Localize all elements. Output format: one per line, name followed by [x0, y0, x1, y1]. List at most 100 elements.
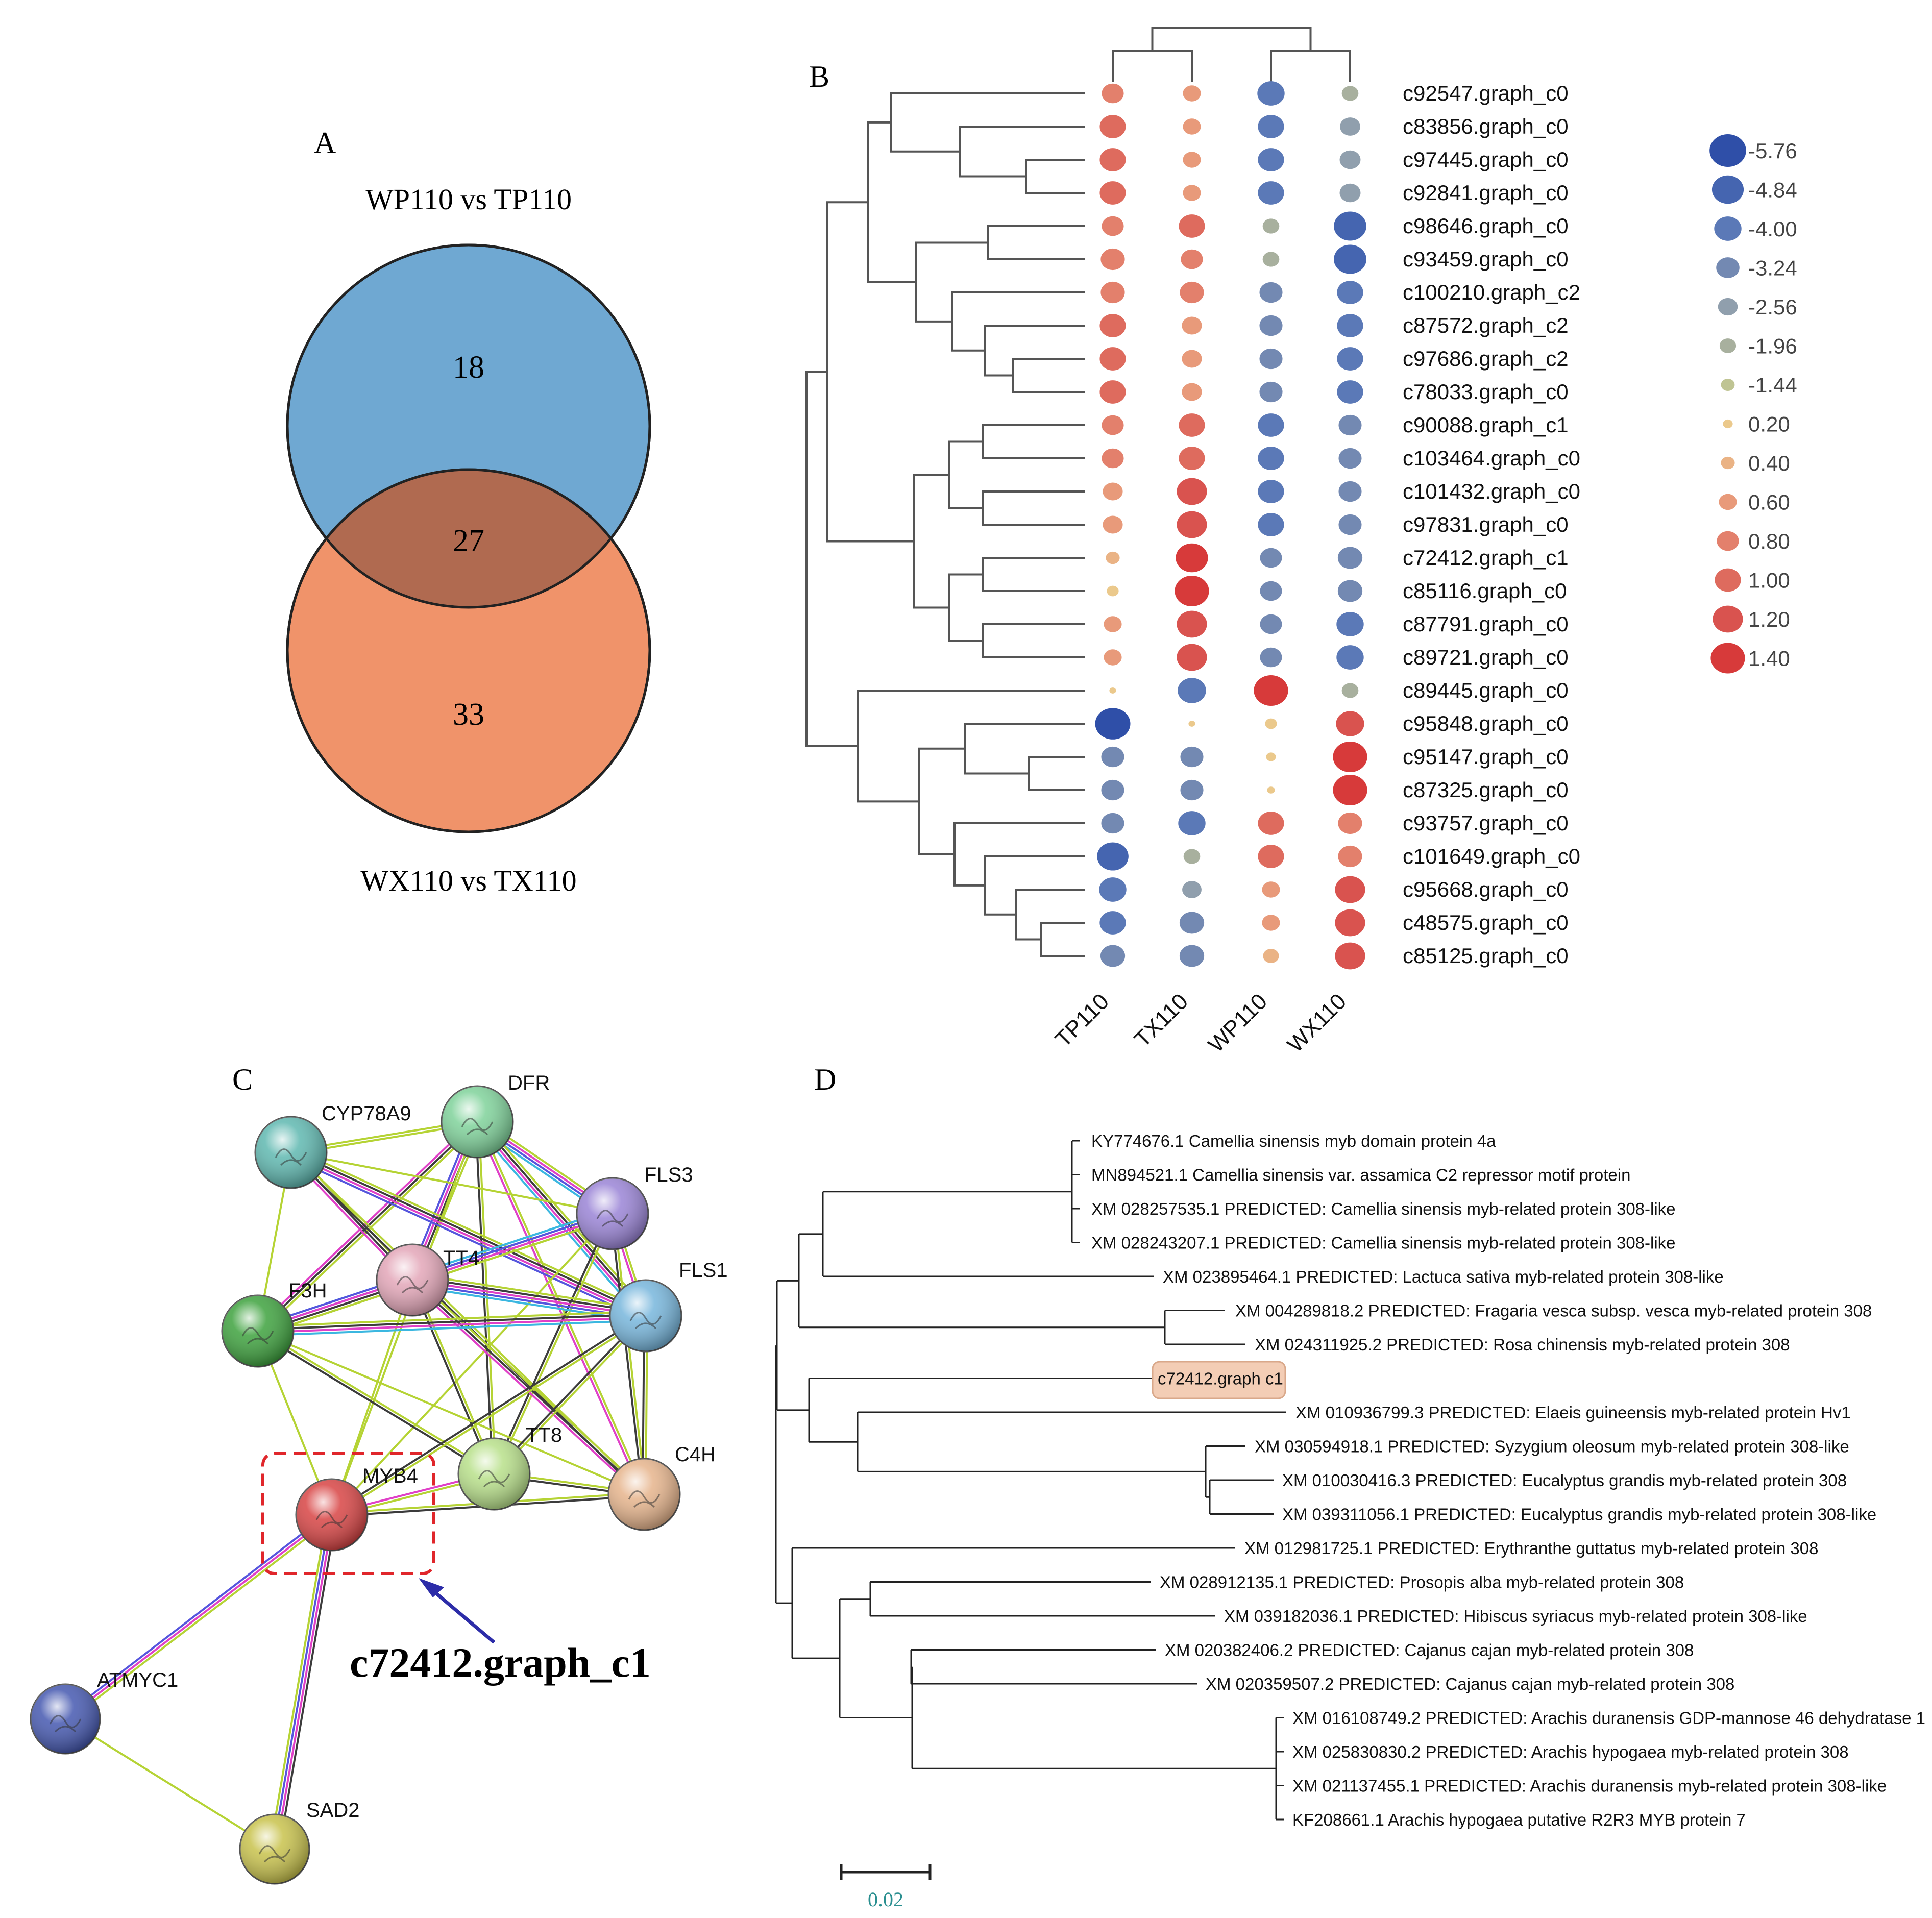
gene-label: c85116.graph_c0 — [1403, 579, 1567, 603]
bubble — [1182, 383, 1202, 401]
bubble — [1263, 949, 1279, 963]
myb4-highlight-box — [261, 1452, 435, 1575]
node-sad2[interactable]: SAD2 — [239, 1799, 360, 1885]
network-edge — [257, 1330, 645, 1495]
row-branch — [953, 822, 1085, 887]
node-f3h[interactable]: F3H — [221, 1280, 327, 1368]
node-label: DFR — [508, 1072, 550, 1094]
bubble — [1260, 548, 1282, 568]
network-edge — [412, 1276, 647, 1314]
bubble — [1100, 248, 1125, 271]
taxon-label: XM 039311056.1 PREDICTED: Eucalyptus gra… — [1282, 1505, 1876, 1524]
taxon-label: KF208661.1 Arachis hypogaea putative R2R… — [1292, 1810, 1746, 1829]
row-branch — [982, 557, 1085, 592]
node-c4h[interactable]: C4H — [607, 1443, 716, 1531]
legend-label: -2.56 — [1748, 295, 1797, 319]
panel-c: C DFRCYP78A9FLS3TT4F3HFLS1TT8C4HMYB4ATMY… — [30, 1063, 728, 1885]
node-tt8[interactable]: TT8 — [457, 1424, 562, 1511]
node-gloss — [458, 1438, 530, 1510]
row-branch — [959, 126, 1085, 178]
node-tt4[interactable]: TT4 — [376, 1243, 479, 1317]
row-branch — [951, 291, 1085, 352]
bubble — [1258, 812, 1284, 835]
bubble — [1333, 742, 1367, 772]
network-edge — [289, 1152, 646, 1318]
network-edge — [330, 1313, 646, 1515]
bubble — [1258, 480, 1284, 503]
row-branch — [982, 424, 1085, 459]
bubble — [1258, 513, 1284, 536]
node-fls3[interactable]: FLS3 — [576, 1164, 693, 1250]
bubble — [1177, 644, 1207, 671]
legend-swatch — [1714, 216, 1742, 241]
node-gloss — [610, 1280, 681, 1351]
node-myb4[interactable]: MYB4 — [295, 1465, 418, 1552]
bubble — [1262, 915, 1280, 931]
bubble — [1258, 148, 1284, 171]
protein-structure-icon — [258, 1845, 291, 1863]
node-atmyc1[interactable]: ATMYC1 — [30, 1669, 178, 1755]
bubble — [1260, 614, 1282, 634]
row-branch — [948, 440, 983, 509]
bubble — [1337, 580, 1363, 602]
network-edge — [64, 1718, 276, 1850]
node-fls1[interactable]: FLS1 — [609, 1259, 728, 1353]
bubble — [1179, 413, 1205, 437]
node-label: TT8 — [526, 1424, 562, 1446]
gene-label: c87325.graph_c0 — [1403, 778, 1569, 802]
legend-label: 1.20 — [1748, 607, 1790, 631]
row-branch — [1040, 922, 1085, 957]
node-cyp78a9[interactable]: CYP78A9 — [254, 1102, 411, 1189]
col-branch — [1151, 27, 1312, 51]
bubble — [1338, 514, 1362, 535]
node-dfr[interactable]: DFR — [441, 1072, 550, 1159]
bubble — [1102, 216, 1124, 236]
network-edge — [257, 1313, 646, 1331]
network-edges — [63, 1117, 650, 1850]
gene-label: c87791.graph_c0 — [1403, 612, 1569, 636]
legend-label: -4.00 — [1748, 217, 1797, 241]
legend-label: 0.80 — [1748, 529, 1790, 553]
row-branch — [948, 573, 983, 642]
network-edge — [258, 1329, 496, 1474]
bubble — [1178, 811, 1206, 835]
bubble — [1099, 380, 1126, 404]
venn-top-label: WP110 vs TP110 — [365, 183, 572, 216]
gene-label: c92547.graph_c0 — [1403, 81, 1569, 105]
node-label: F3H — [288, 1280, 327, 1302]
bubble — [1339, 150, 1361, 169]
network-edge — [331, 1121, 478, 1515]
gene-label: c95668.graph_c0 — [1403, 877, 1569, 901]
node-gloss — [240, 1814, 309, 1884]
bubble — [1176, 543, 1208, 573]
bubble — [1258, 447, 1284, 470]
bubble — [1335, 876, 1365, 903]
network-edge — [412, 1279, 646, 1317]
venn-count-bottom: 33 — [453, 697, 484, 732]
bubble — [1182, 316, 1202, 335]
gene-label: c93757.graph_c0 — [1403, 811, 1569, 835]
taxon-label: XM 010936799.3 PREDICTED: Elaeis guineen… — [1295, 1403, 1851, 1422]
bubble — [1104, 649, 1122, 666]
gene-label: c90088.graph_c1 — [1403, 413, 1569, 437]
bubble — [1183, 849, 1201, 864]
legend-swatch — [1719, 494, 1737, 510]
taxon-label: XM 028257535.1 PREDICTED: Camellia sinen… — [1091, 1199, 1676, 1218]
bubble — [1101, 779, 1124, 801]
legend-label: -3.24 — [1748, 256, 1797, 280]
node-gloss — [255, 1117, 327, 1188]
bubble — [1337, 347, 1363, 371]
bubble — [1183, 152, 1201, 168]
protein-structure-icon — [461, 1118, 494, 1136]
column-label: TX110 — [1130, 989, 1193, 1052]
bubble — [1102, 448, 1124, 469]
column-label: WP110 — [1204, 989, 1272, 1057]
network-edge — [269, 1514, 329, 1849]
bubble — [1258, 413, 1284, 437]
column-label: TP110 — [1050, 989, 1114, 1052]
bubble — [1179, 447, 1205, 470]
taxon-label: XM 020382406.2 PREDICTED: Cajanus cajan … — [1165, 1641, 1694, 1660]
scale-bar-label: 0.02 — [868, 1888, 903, 1911]
venn-overlap — [286, 243, 651, 833]
